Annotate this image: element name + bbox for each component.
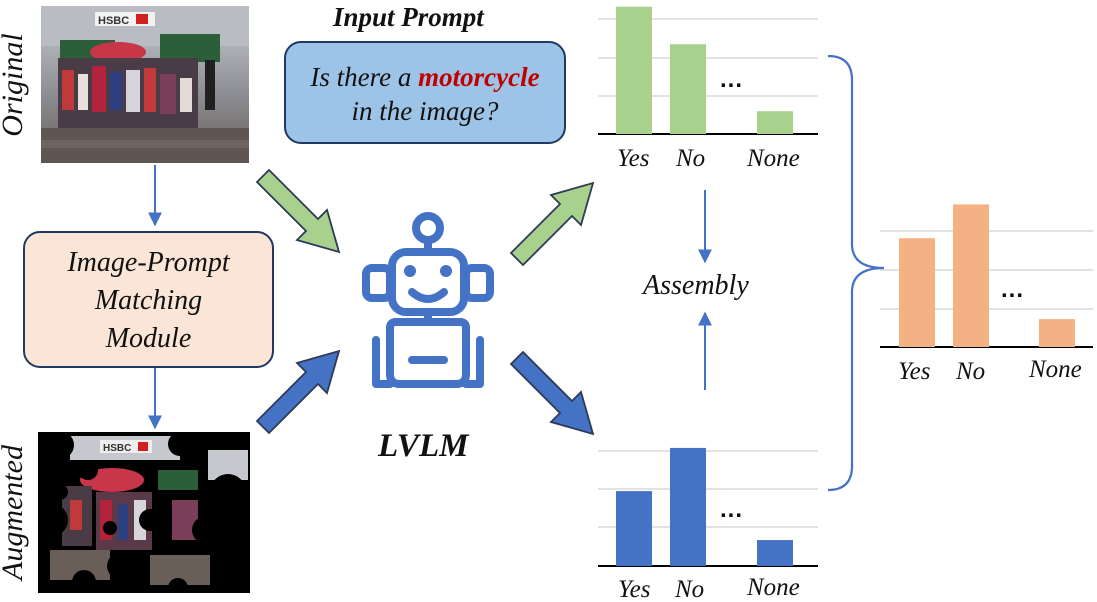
prompt-box: [284, 41, 566, 144]
tick-bottom-yes: Yes: [618, 576, 651, 602]
prompt-pre: Is there a: [310, 62, 412, 92]
svg-text:HSBC: HSBC: [103, 443, 131, 454]
tick-right-yes: Yes: [898, 358, 931, 385]
ellipsis-right: ...: [1001, 276, 1025, 303]
green-arrow-out: [509, 181, 595, 267]
augmented-image: HSBC: [38, 432, 250, 593]
blue-arrow-out: [509, 350, 595, 436]
bar-bottom-yes: [616, 491, 652, 566]
tick-top-no: No: [676, 145, 706, 172]
blue-arrow-in: [255, 349, 341, 435]
svg-text:HSBC: HSBC: [98, 15, 129, 27]
prompt-text: Is there a motorcycle in the image?: [285, 60, 565, 128]
assembly-label: Assembly: [643, 270, 749, 301]
bar-top-no: [670, 44, 706, 134]
tick-top-none: None: [747, 145, 800, 172]
bar-right-yes: [899, 238, 935, 347]
bar-top-yes: [616, 6, 652, 135]
tick-bottom-no: No: [675, 576, 705, 602]
module-line-1: Image-Prompt: [67, 247, 230, 278]
green-arrow-in: [255, 168, 341, 254]
ellipsis-top: ...: [720, 66, 744, 93]
tick-top-yes: Yes: [617, 145, 650, 172]
prompt-post: in the image?: [351, 96, 499, 126]
lvlm-label: LVLM: [378, 428, 469, 464]
tick-bottom-none: None: [747, 574, 800, 601]
module-line-2: Matching: [94, 285, 203, 316]
module-line-3: Module: [105, 323, 192, 354]
original-image: HSBC: [41, 6, 249, 163]
bar-bottom-no: [670, 447, 706, 566]
tick-right-no: No: [956, 358, 986, 385]
module-text: Image-Prompt Matching Module: [24, 244, 273, 358]
bar-bottom-none: [757, 540, 793, 566]
bar-right-none: [1039, 319, 1075, 347]
curly-brace: [827, 54, 885, 492]
augmented-label: Augmented: [0, 445, 29, 580]
prompt-keyword: motorcycle: [418, 62, 540, 92]
ellipsis-bottom: ...: [720, 496, 744, 523]
bar-right-no: [953, 204, 989, 347]
robot-icon: [362, 212, 494, 388]
input-prompt-title: Input Prompt: [333, 2, 484, 32]
tick-right-none: None: [1029, 356, 1082, 383]
bar-top-none: [757, 111, 793, 134]
module-box: [23, 231, 274, 368]
original-label: Original: [0, 33, 29, 137]
